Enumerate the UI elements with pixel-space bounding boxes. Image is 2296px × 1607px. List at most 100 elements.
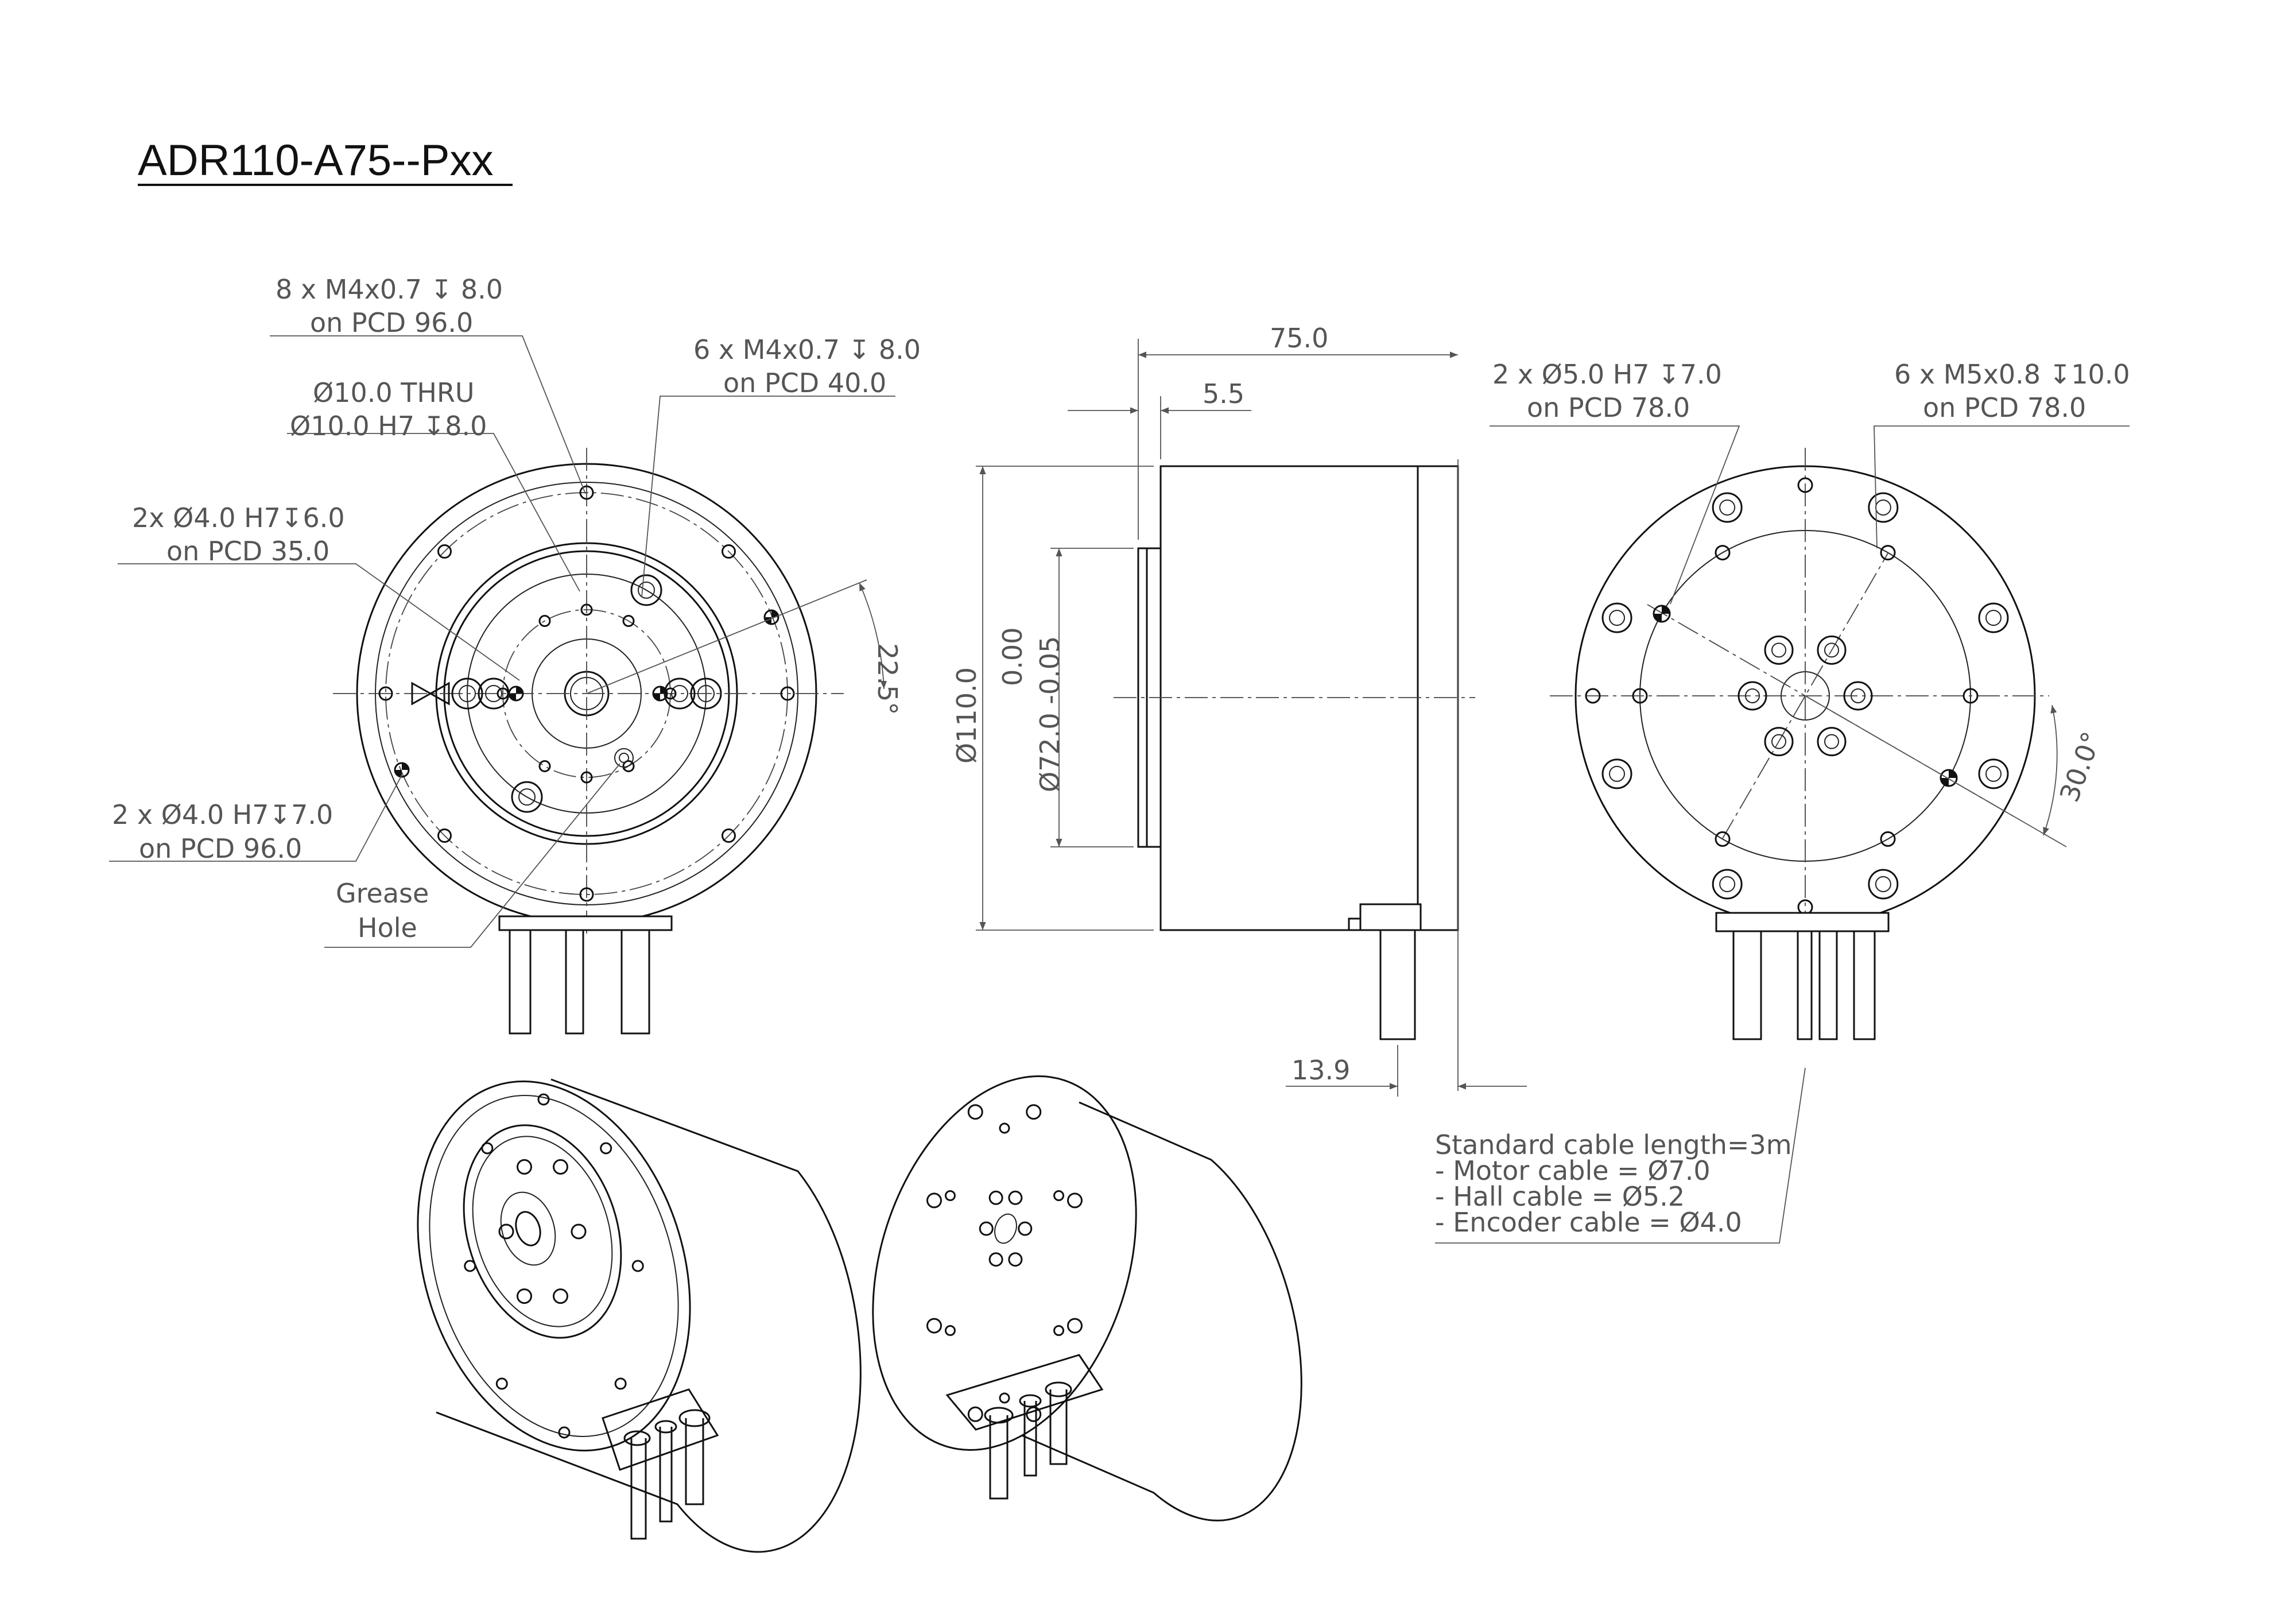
iso-rear-bolt bbox=[967, 1104, 983, 1120]
socket-head-hex bbox=[671, 685, 688, 702]
iso1-holes bbox=[464, 1093, 644, 1439]
isometric-view-front bbox=[417, 1078, 862, 1553]
front-inner-hole bbox=[580, 771, 593, 784]
iso-rear-bolt bbox=[926, 1318, 942, 1334]
callout-2x35-line2: on PCD 35.0 bbox=[166, 536, 329, 567]
rear-outer-bolt bbox=[1601, 758, 1632, 789]
callout-2x35-line1: 2x Ø4.0 H7↧6.0 bbox=[132, 502, 345, 533]
iso-rear-bolt bbox=[1067, 1192, 1083, 1209]
rear-outer-bolt bbox=[1978, 602, 2009, 633]
rear-pcd-hole bbox=[1880, 831, 1896, 847]
iso-rear-center-bolt bbox=[1008, 1252, 1023, 1267]
rear-outer-bolt-hex bbox=[1985, 610, 2002, 626]
rear-center-bolts bbox=[1737, 635, 1873, 757]
iso-bolt bbox=[553, 1159, 568, 1175]
iso-hole bbox=[614, 1377, 627, 1390]
rear-center-bolt-hex bbox=[1745, 688, 1760, 703]
rear-center-bolt-hex bbox=[1771, 734, 1786, 749]
rear-callout-6x-line2: on PCD 78.0 bbox=[1923, 392, 2086, 423]
iso-hole bbox=[537, 1093, 550, 1106]
rear-callout-2x-line1: 2 x Ø5.0 H7 ↧7.0 bbox=[1492, 359, 1722, 390]
rear-outer-bolt-hex bbox=[1985, 765, 2002, 782]
rear-outer-bolt-hex bbox=[1609, 610, 1626, 626]
callout-6x-line1: 6 x M4x0.7 ↧ 8.0 bbox=[693, 334, 921, 365]
iso-bolt bbox=[517, 1159, 532, 1175]
front-outer-hole bbox=[437, 828, 452, 843]
front-outer-holes bbox=[378, 485, 795, 902]
rear-pcd-hole bbox=[1585, 688, 1601, 704]
rear-center-bolt bbox=[1817, 635, 1847, 665]
iso-hole bbox=[464, 1260, 476, 1272]
rear-outer-bolt bbox=[1601, 602, 1632, 633]
callout-thru-line2: Ø10.0 H7 ↧8.0 bbox=[290, 411, 487, 442]
socket-head-bolt bbox=[451, 677, 483, 710]
grease-label-line1: Grease bbox=[336, 878, 429, 909]
iso-rear-pcd-hole bbox=[999, 1392, 1010, 1404]
front-inner-hole bbox=[497, 687, 509, 700]
iso-rear-center-bolt bbox=[988, 1190, 1003, 1205]
front-outer-hole bbox=[378, 686, 393, 701]
callout-thru-line1: Ø10.0 THRU bbox=[313, 377, 475, 408]
front-angle-label: 22.5° bbox=[872, 643, 903, 715]
iso-rear-bolt bbox=[1067, 1318, 1083, 1334]
callout-6x-line2: on PCD 40.0 bbox=[723, 367, 886, 398]
iso-hole bbox=[558, 1426, 571, 1439]
rear-outer-bolt bbox=[1712, 492, 1743, 523]
front-inner-holes bbox=[497, 603, 677, 784]
rear-outer-bolt-hex bbox=[1719, 876, 1736, 892]
callout-2x96-line2: on PCD 96.0 bbox=[139, 833, 302, 864]
side-view bbox=[976, 339, 1527, 1097]
socket-head-hex bbox=[638, 581, 655, 599]
cable-offset-dim: 13.9 bbox=[1292, 1055, 1350, 1086]
pilot-dim: Ø72.0 -0.05 bbox=[1034, 636, 1065, 792]
front-outer-hole bbox=[721, 544, 736, 559]
iso-hole bbox=[481, 1142, 494, 1155]
rear-pcd-hole bbox=[1797, 477, 1813, 493]
iso-bolt bbox=[498, 1223, 514, 1240]
rear-outer-bolt-hex bbox=[1609, 765, 1626, 782]
drawing-title: ADR110-A75--Pxx bbox=[138, 136, 493, 185]
rear-dowel-marker bbox=[1653, 605, 1958, 787]
iso-rear-pcd-hole bbox=[1053, 1325, 1065, 1336]
front-inner-hole bbox=[538, 615, 551, 628]
socket-head-bolt bbox=[690, 677, 722, 710]
rear-callout-2x-line2: on PCD 78.0 bbox=[1527, 392, 1690, 423]
socket-head-hex bbox=[485, 685, 502, 702]
rear-outer-bolt bbox=[1712, 869, 1743, 900]
front-view bbox=[109, 335, 895, 1035]
front-bolt-heads bbox=[451, 574, 722, 813]
iso-bolt bbox=[517, 1288, 532, 1304]
iso-rear-center-bolt bbox=[1008, 1190, 1023, 1205]
rear-center-bolt bbox=[1817, 727, 1847, 757]
rear-center-bolt-hex bbox=[1771, 642, 1786, 658]
socket-head-bolt bbox=[511, 781, 543, 813]
socket-head-hex bbox=[697, 685, 715, 702]
front-outer-hole bbox=[780, 686, 795, 701]
iso-rear-pcd-hole bbox=[1053, 1190, 1065, 1201]
callout-8x-line2: on PCD 96.0 bbox=[310, 307, 473, 338]
front-outer-hole bbox=[721, 828, 736, 843]
rear-outer-bolt-hex bbox=[1719, 499, 1736, 516]
rear-outer-bolt-hex bbox=[1875, 876, 1891, 892]
iso-rear-bolt bbox=[967, 1406, 983, 1422]
rear-center-bolt-hex bbox=[1851, 688, 1865, 703]
rear-angle-label: 30.0° bbox=[2054, 727, 2108, 806]
rear-view bbox=[1435, 425, 2130, 1244]
rear-outer-bolt-hex bbox=[1875, 499, 1891, 516]
front-inner-hole bbox=[538, 760, 551, 772]
pilot-tol-dim: 0.00 bbox=[997, 628, 1028, 686]
iso2-holes bbox=[926, 1104, 1083, 1422]
rear-outer-bolt bbox=[1868, 492, 1899, 523]
iso-rear-pcd-hole bbox=[999, 1122, 1010, 1134]
rear-pcd-hole bbox=[1963, 688, 1979, 704]
rear-pcd-holes bbox=[1585, 477, 1979, 915]
front-inner-hole bbox=[622, 760, 635, 772]
cable-note-line2: - Motor cable = Ø7.0 bbox=[1435, 1155, 1711, 1186]
iso-bolt bbox=[553, 1288, 568, 1304]
rear-outer-bolt bbox=[1868, 869, 1899, 900]
rear-callout-6x-line1: 6 x M5x0.8 ↧10.0 bbox=[1894, 359, 2130, 390]
iso-rear-pcd-hole bbox=[944, 1190, 956, 1201]
grease-label-line2: Hole bbox=[358, 912, 417, 943]
front-inner-hole bbox=[580, 603, 593, 616]
